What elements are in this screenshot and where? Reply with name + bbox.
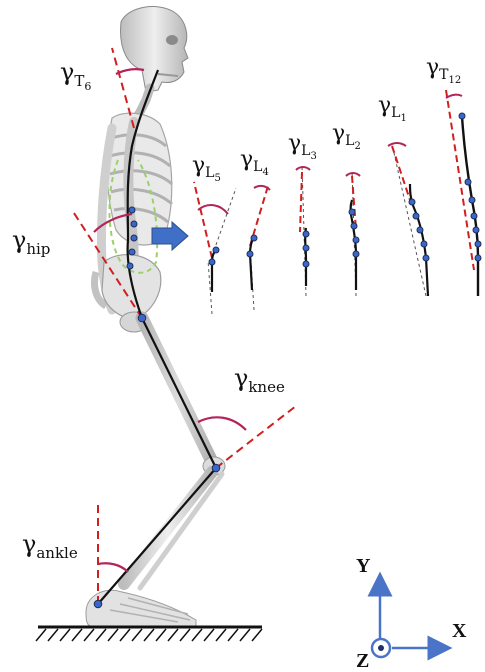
joint-knee xyxy=(212,464,220,472)
label-gamma-l2: γL2 xyxy=(332,121,361,152)
panel-l4 xyxy=(247,186,270,310)
reference-lines xyxy=(72,48,296,604)
axis-label-y: Y xyxy=(356,555,371,577)
label-gamma-t6: γT6 xyxy=(60,58,91,93)
ground-hatch xyxy=(36,627,262,641)
joint-hip xyxy=(138,314,146,322)
foot xyxy=(86,590,196,626)
panel-l1 xyxy=(388,143,429,296)
label-gamma-knee: γknee xyxy=(234,364,285,396)
joint-spine-4 xyxy=(129,249,135,255)
axis-label-z: Z xyxy=(356,650,369,672)
z-axis-dot xyxy=(378,645,384,651)
label-gamma-t12: γT12 xyxy=(426,55,461,86)
label-gamma-ankle: γankle xyxy=(22,530,78,562)
arc-knee xyxy=(198,417,246,430)
panel-t12 xyxy=(446,90,481,296)
ref-line-knee xyxy=(216,406,296,468)
skeleton-figure xyxy=(86,7,225,626)
rib-cage xyxy=(107,113,172,245)
joint-ankle xyxy=(94,600,102,608)
arc-ankle xyxy=(98,563,128,572)
panel-l3 xyxy=(296,166,310,296)
joint-spine-1 xyxy=(129,207,135,213)
coordinate-axes-icon: Y X Z xyxy=(356,555,467,672)
arc-t6 xyxy=(116,69,144,74)
panel-l5 xyxy=(194,182,236,314)
tibia-fibula xyxy=(124,472,222,588)
label-gamma-hip: γhip xyxy=(12,226,50,258)
segment-knee-hip xyxy=(142,318,216,468)
panel-l2 xyxy=(346,170,360,296)
joint-spine-5 xyxy=(127,263,133,269)
segment-ankle-knee xyxy=(98,468,216,604)
joint-spine-3 xyxy=(131,235,137,241)
angle-labels: γT6 γhip γknee γankle γL5 γL4 γL3 γL2 γL… xyxy=(12,55,461,562)
joint-spine-2 xyxy=(131,221,137,227)
label-gamma-l5: γL5 xyxy=(192,153,221,184)
label-gamma-l3: γL3 xyxy=(288,131,317,162)
axis-label-x: X xyxy=(452,620,467,642)
label-gamma-l1: γL1 xyxy=(378,93,407,124)
label-gamma-l4: γL4 xyxy=(240,147,269,178)
